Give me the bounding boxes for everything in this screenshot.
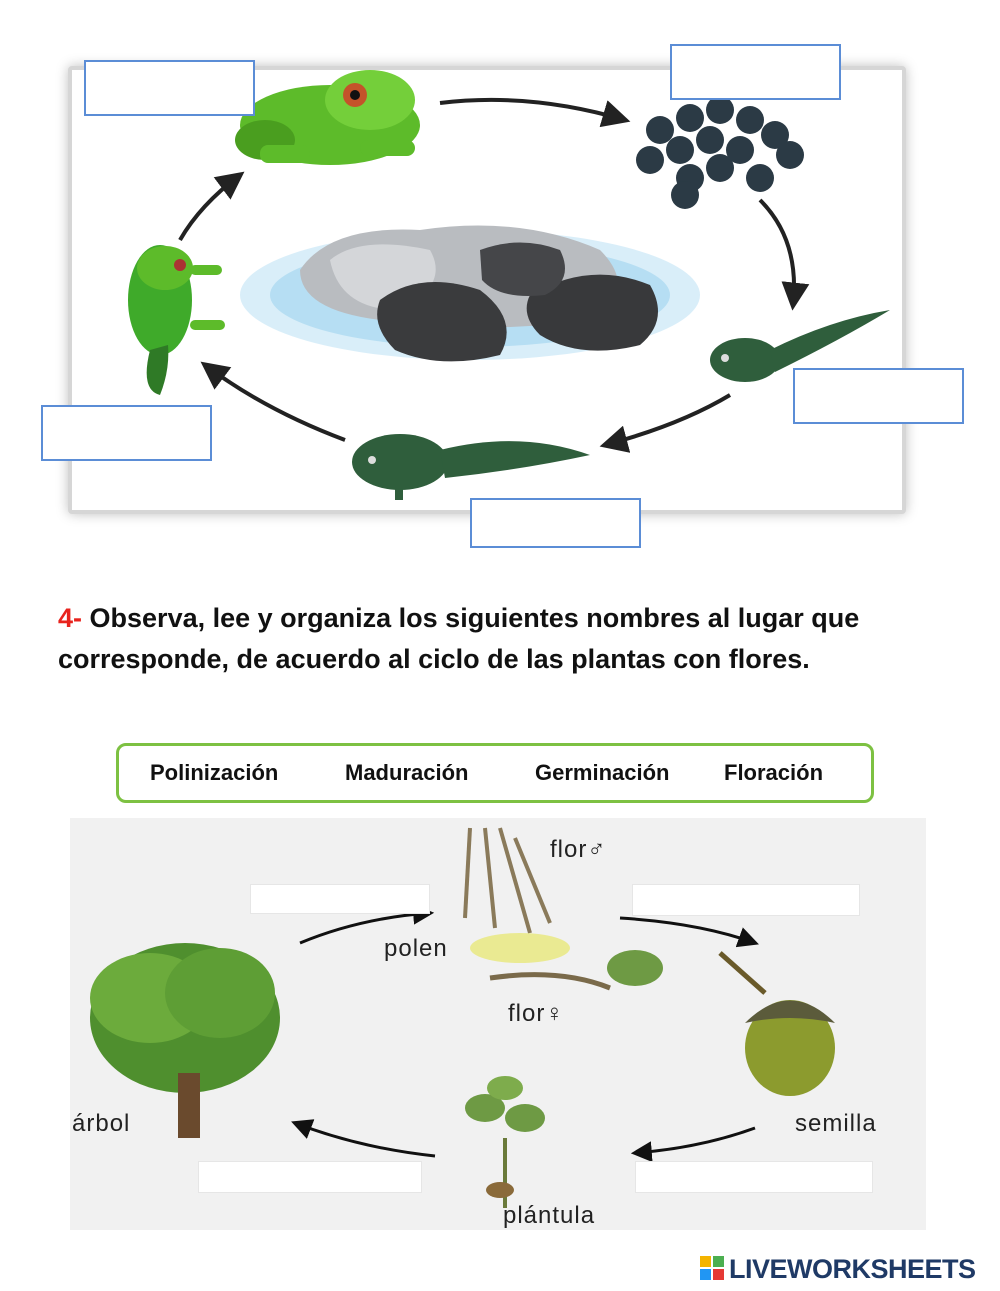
adult-frog [235,70,420,165]
tadpole [710,310,890,382]
tadpole-with-legs [352,434,590,500]
plant-answer-box-1[interactable] [250,884,430,914]
plant-answer-box-4[interactable] [198,1161,422,1193]
word-floracion[interactable]: Floración [724,760,824,785]
label-pollen: polen [384,935,448,962]
frog-answer-box-froglet[interactable] [41,405,212,461]
cycle-arrows [178,97,810,453]
word-bank: Polinización Maduración Germinación Flor… [116,743,874,803]
plant-answer-box-3[interactable] [635,1161,873,1193]
seedling [465,1076,545,1208]
pond-with-rocks [240,225,700,362]
plant-cycle-illustration [90,827,835,1208]
label-male-flower: flor♂ [550,836,607,863]
oak-flowers-catkins [463,827,663,991]
word-germinacion[interactable]: Germinación [535,760,670,785]
frog-answer-box-adult[interactable] [84,60,255,116]
label-female-flower: flor♀ [508,1000,565,1027]
label-seed: semilla [795,1110,877,1137]
frog-cycle-illustration [128,70,890,500]
oak-tree [90,943,280,1138]
question-body: Observa, lee y organiza los siguientes n… [58,603,860,674]
frog-answer-box-tadpole-legs[interactable] [470,498,641,548]
question-text: 4- Observa, lee y organiza los siguiente… [58,598,938,680]
froglet [128,245,225,395]
frog-answer-box-eggs[interactable] [670,44,841,100]
frog-answer-box-tadpole[interactable] [793,368,964,424]
liveworksheets-logo-icon [700,1256,724,1280]
liveworksheets-logo: LIVEWORKSHEETS [700,1254,976,1284]
question-number: 4- [58,603,83,633]
label-seedling: plántula [503,1202,596,1229]
liveworksheets-logo-text: LIVEWORKSHEETS [729,1253,976,1284]
acorn-seed [718,951,835,1096]
plant-answer-box-2[interactable] [632,884,860,916]
label-tree: árbol [72,1110,131,1137]
frog-eggs [636,96,804,209]
word-maduracion[interactable]: Maduración [345,760,469,785]
plant-cycle-arrows [291,903,759,1163]
word-polinizacion[interactable]: Polinización [150,760,279,785]
